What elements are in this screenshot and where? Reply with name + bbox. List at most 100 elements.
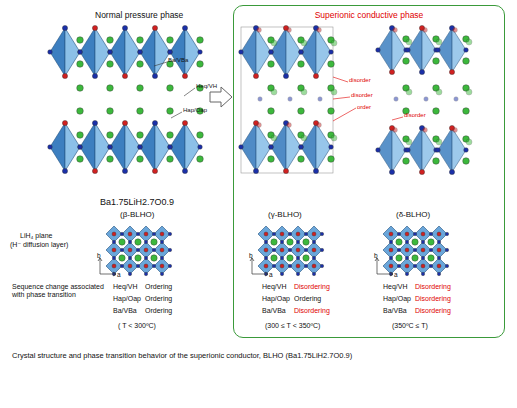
atom-sphere bbox=[271, 239, 277, 245]
atom-sphere bbox=[424, 97, 428, 101]
atom-sphere bbox=[437, 272, 440, 275]
atom-sphere bbox=[423, 28, 428, 33]
atom-sphere bbox=[160, 240, 163, 243]
atom-sphere bbox=[453, 28, 458, 33]
leader-line bbox=[333, 108, 356, 121]
atom-sphere bbox=[122, 120, 127, 125]
atom-sphere bbox=[128, 256, 131, 259]
table-cell: Ordering bbox=[145, 283, 172, 291]
atom-sphere bbox=[128, 232, 132, 236]
atom-sphere bbox=[253, 73, 258, 78]
atom-sphere bbox=[423, 128, 428, 133]
axis-arrow bbox=[98, 258, 102, 274]
atom-sphere bbox=[449, 169, 454, 174]
atom-sphere bbox=[466, 39, 472, 45]
atom-sphere bbox=[138, 145, 143, 150]
atom-sphere bbox=[144, 248, 148, 252]
atom-sphere bbox=[464, 148, 469, 153]
axis-arrow bbox=[252, 272, 268, 276]
atom-sphere bbox=[397, 248, 400, 251]
table-cell: Disordering bbox=[294, 307, 330, 315]
atom-sphere bbox=[197, 37, 204, 44]
atom-sphere bbox=[128, 248, 132, 252]
atom-sphere bbox=[257, 28, 262, 33]
atom-sphere bbox=[198, 50, 203, 55]
atom-sphere bbox=[389, 240, 392, 243]
atom-sphere bbox=[62, 25, 67, 30]
atom-sphere bbox=[160, 232, 164, 236]
table-cell: Heq/VH bbox=[113, 283, 138, 291]
atom-sphere bbox=[135, 255, 141, 261]
atom-sphere bbox=[312, 248, 316, 252]
atom-sphere bbox=[108, 50, 113, 55]
table-cell: Ba/VBa bbox=[383, 307, 407, 315]
atom-sphere bbox=[421, 272, 424, 275]
atom-sphere bbox=[167, 156, 174, 163]
atom-sphere bbox=[152, 248, 155, 251]
atom-sphere bbox=[296, 264, 300, 268]
atom-sphere bbox=[437, 264, 441, 268]
leader-line bbox=[333, 77, 348, 82]
atom-sphere bbox=[122, 73, 127, 78]
atom-sphere bbox=[303, 255, 309, 261]
leader-line bbox=[392, 117, 403, 120]
atom-sphere bbox=[280, 264, 284, 268]
atom-sphere bbox=[128, 240, 131, 243]
atom-sphere bbox=[328, 156, 335, 163]
atom-sphere bbox=[405, 240, 408, 243]
atom-sphere bbox=[288, 264, 291, 267]
atom-sphere bbox=[389, 169, 394, 174]
formula: Ba1.75LiH2.7O0.9 bbox=[100, 197, 174, 207]
atom-sphere bbox=[413, 264, 416, 267]
atom-sphere bbox=[269, 50, 274, 55]
atom-sphere bbox=[271, 40, 277, 46]
atom-sphere bbox=[304, 264, 307, 267]
atom-sphere bbox=[421, 256, 424, 259]
atom-sphere bbox=[280, 248, 284, 252]
atom-sphere bbox=[78, 145, 83, 150]
atom-sphere bbox=[272, 264, 275, 267]
atom-sphere bbox=[182, 25, 187, 30]
atom-sphere bbox=[138, 50, 143, 55]
atom-sphere bbox=[160, 272, 163, 275]
atom-sphere bbox=[331, 135, 337, 141]
atom-sphere bbox=[406, 39, 412, 45]
atom-sphere bbox=[160, 248, 164, 252]
atom-sphere bbox=[168, 145, 173, 150]
atom-sphere bbox=[283, 73, 288, 78]
atom-sphere bbox=[436, 39, 442, 45]
atom-sphere bbox=[449, 69, 454, 74]
atom-sphere bbox=[296, 256, 299, 259]
atom-sphere bbox=[466, 139, 472, 145]
atom-sphere bbox=[421, 248, 425, 252]
atom-sphere bbox=[389, 256, 392, 259]
atom-sphere bbox=[466, 89, 472, 95]
atom-sphere bbox=[301, 89, 307, 95]
atom-sphere bbox=[433, 58, 440, 65]
axis-arrow bbox=[377, 272, 393, 276]
atom-sphere bbox=[299, 50, 304, 55]
atom-sphere bbox=[288, 97, 292, 101]
atom-sphere bbox=[304, 248, 307, 251]
atom-sphere bbox=[296, 248, 300, 252]
atom-sphere bbox=[396, 255, 402, 261]
atom-sphere bbox=[92, 25, 97, 30]
atom-sphere bbox=[119, 255, 125, 261]
atom-sphere bbox=[264, 232, 268, 236]
phase-name: (β-BLHO) bbox=[120, 210, 154, 219]
atom-sphere bbox=[160, 264, 164, 268]
atom-sphere bbox=[168, 248, 171, 251]
atom-sphere bbox=[394, 97, 398, 101]
atom-sphere bbox=[272, 232, 275, 235]
table-cell: Ordering bbox=[145, 295, 172, 303]
atom-sphere bbox=[287, 239, 293, 245]
atom-sphere bbox=[107, 37, 114, 44]
atom-sphere bbox=[318, 97, 322, 101]
atom-sphere bbox=[152, 73, 157, 78]
atom-sphere bbox=[313, 168, 318, 173]
atom-sphere bbox=[77, 37, 84, 44]
atom-sphere bbox=[112, 256, 115, 259]
atom-sphere bbox=[144, 232, 148, 236]
atom-sphere bbox=[301, 40, 307, 46]
